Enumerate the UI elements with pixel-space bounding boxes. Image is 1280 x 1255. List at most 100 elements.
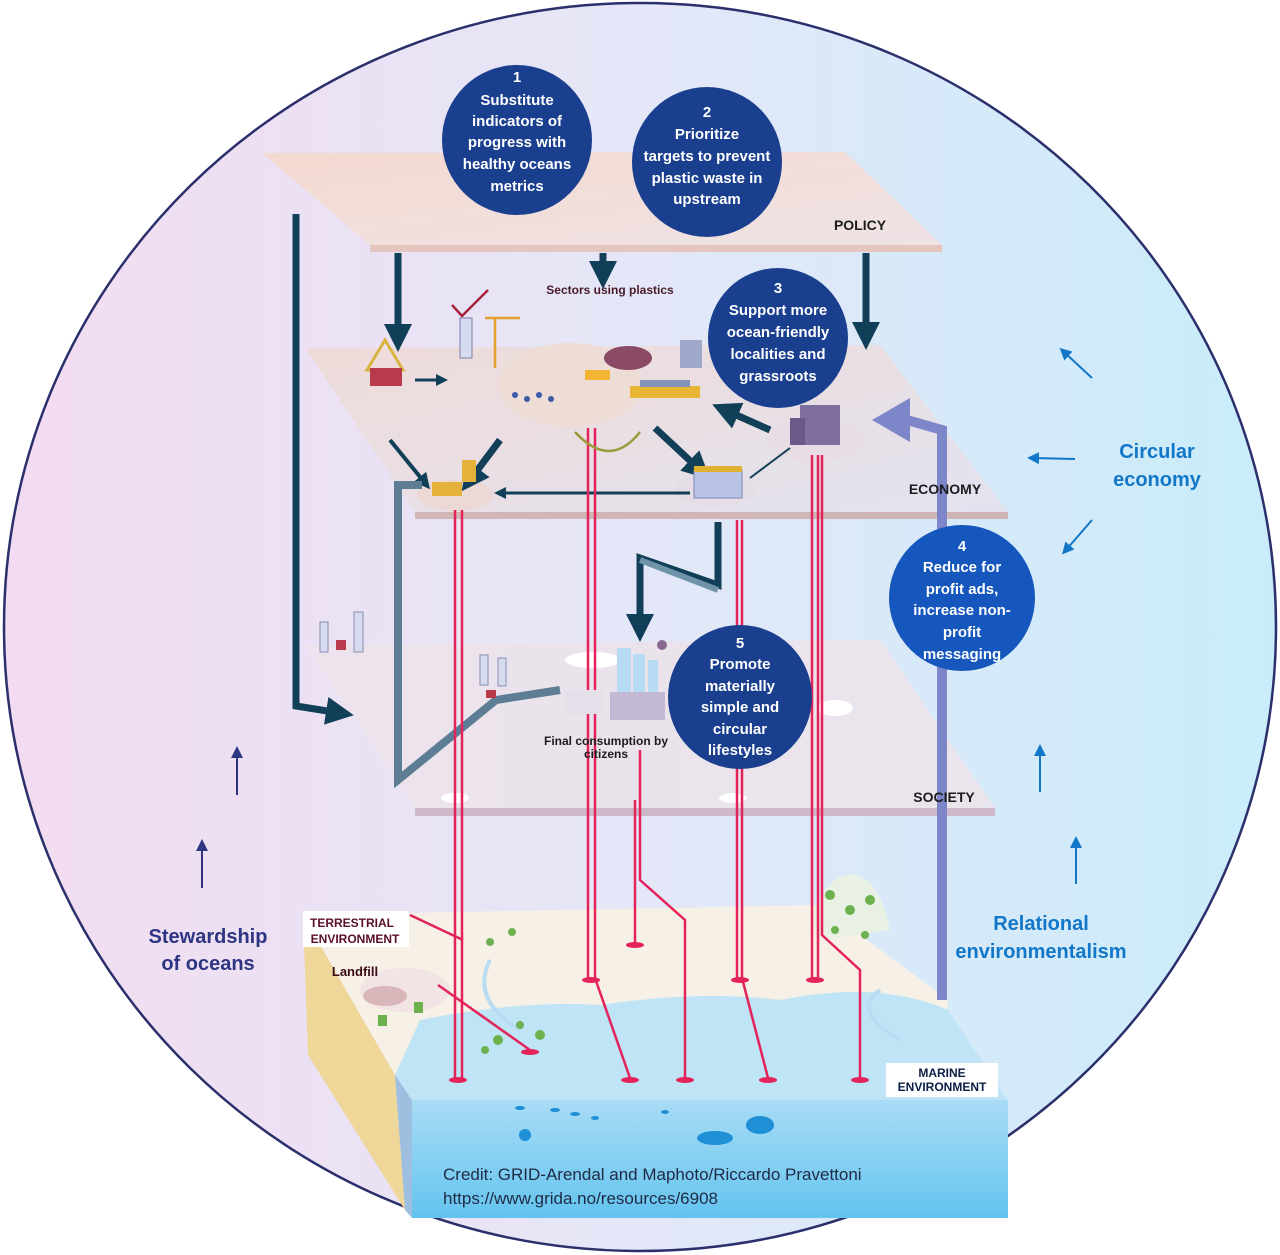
action-circle-1: 1 Substitute indicators of progress with… [442,65,592,215]
svg-text:Prioritize: Prioritize [675,126,739,143]
soil-side [303,915,405,1210]
stewardship-label-2: of oceans [161,953,254,975]
factory-line [749,447,791,479]
industry-arrow [712,402,772,434]
svg-text:targets to prevent: targets to prevent [644,148,771,165]
society-icons [319,611,667,720]
sea-surface [395,992,1008,1100]
crane-icon [485,316,520,368]
food-icon [680,340,702,368]
svg-text:Substitute: Substitute [480,92,553,109]
marine-label: MARINE [918,1066,965,1080]
landfill-mound [360,968,450,1012]
terrestrial-label-box [303,911,409,947]
sea-block [412,1100,1008,1218]
economy-icons [364,289,840,499]
marine-label-box [886,1063,998,1097]
svg-text:lifestyles: lifestyles [708,742,772,759]
boat-icon [585,370,610,380]
relational-group: Relational environmentalism [955,744,1127,963]
svg-text:localities and: localities and [730,346,825,363]
action-circle-3: 3 Support more ocean-friendly localities… [708,268,848,408]
svg-text:Reduce for: Reduce for [923,559,1002,576]
economy-to-society-arrow [626,522,722,642]
svg-text:ocean-friendly: ocean-friendly [727,324,830,341]
arrow-icon [1062,519,1093,555]
oil-field-icon [604,346,652,370]
svg-text:materially: materially [705,678,776,695]
checkmark-icon [451,289,489,318]
z-flow [638,557,720,593]
sea-side [395,1075,412,1218]
svg-text:3: 3 [774,280,782,297]
landfill-label: Landfill [332,964,378,979]
supply-curve [574,431,641,453]
policy-plane [262,152,942,252]
store-sign-icon [694,466,742,472]
arrow-icon [1059,347,1093,379]
landfill-dots [363,986,407,1006]
workers-icon [512,392,554,402]
sectors-label: Sectors using plastics [546,283,674,297]
cargo-ship-icon [630,386,700,398]
svg-text:upstream: upstream [673,191,741,208]
policy-to-society-arrow [292,214,354,725]
svg-text:healthy oceans: healthy oceans [463,156,571,173]
svg-text:increase non-: increase non- [913,602,1011,619]
feedback-arrow [898,413,947,1000]
svg-text:progress with: progress with [468,134,566,151]
svg-text:profit: profit [943,624,981,641]
action-circle-4: 4 Reduce for profit ads, increase non- p… [889,525,1035,671]
marine-life [515,1106,774,1145]
svg-text:profit ads,: profit ads, [926,581,999,598]
final-consumption-label-2: citizens [584,747,628,761]
arrow-icon [1027,452,1076,465]
relational-label: Relational [993,913,1089,935]
svg-text:4: 4 [958,538,967,555]
final-consumption-label: Final consumption by [544,734,668,748]
svg-text:2: 2 [703,104,711,121]
environment-block [303,874,1008,1218]
terrestrial-label-2: ENVIRONMENT [311,932,400,946]
economy-layer-label: ECONOMY [909,481,982,497]
society-return-flow [394,481,561,789]
svg-text:circular: circular [713,721,767,738]
retail-counter-icon [432,482,462,496]
society-layer-label: SOCIETY [913,789,975,805]
feedback-arrowhead [872,398,910,442]
stewardship-label: Stewardship [149,926,268,948]
retail-return-arrow [388,438,431,490]
svg-text:Promote: Promote [710,656,771,673]
factory-icon [800,405,840,445]
relational-label-2: environmentalism [955,941,1126,963]
credit-line: Credit: GRID-Arendal and Maphoto/Riccard… [443,1165,862,1184]
policy-layer-label: POLICY [834,217,887,233]
containers-icon [640,380,690,387]
terrestrial-label: TERRESTRIAL [310,916,394,930]
marine-label-2: ENVIRONMENT [898,1080,987,1094]
svg-text:metrics: metrics [490,178,543,195]
action-circle-2: 2 Prioritize targets to prevent plastic … [632,87,782,237]
circular-economy-group: Circular economy [1027,347,1202,555]
svg-text:Support more: Support more [729,302,827,319]
circular-economy-label-2: economy [1113,469,1202,491]
circular-economy-label: Circular [1119,441,1195,463]
svg-text:plastic waste in: plastic waste in [652,170,763,187]
pollution-endpoints [449,942,869,1083]
trees [378,890,875,1054]
factory-chimney-icon [790,418,805,445]
action-circle-5: 5 Promote materially simple and circular… [668,625,812,769]
sector-to-store-arrow [652,425,711,480]
skyscraper-icon [459,317,473,359]
svg-text:grassroots: grassroots [739,368,817,385]
cup-icon [462,460,476,482]
return-flows [394,481,720,789]
river [482,959,522,1032]
svg-text:1: 1 [513,69,521,86]
svg-text:messaging: messaging [923,646,1001,663]
flow-arrows [292,214,880,725]
svg-text:5: 5 [736,635,744,652]
svg-text:simple and: simple and [701,699,779,716]
